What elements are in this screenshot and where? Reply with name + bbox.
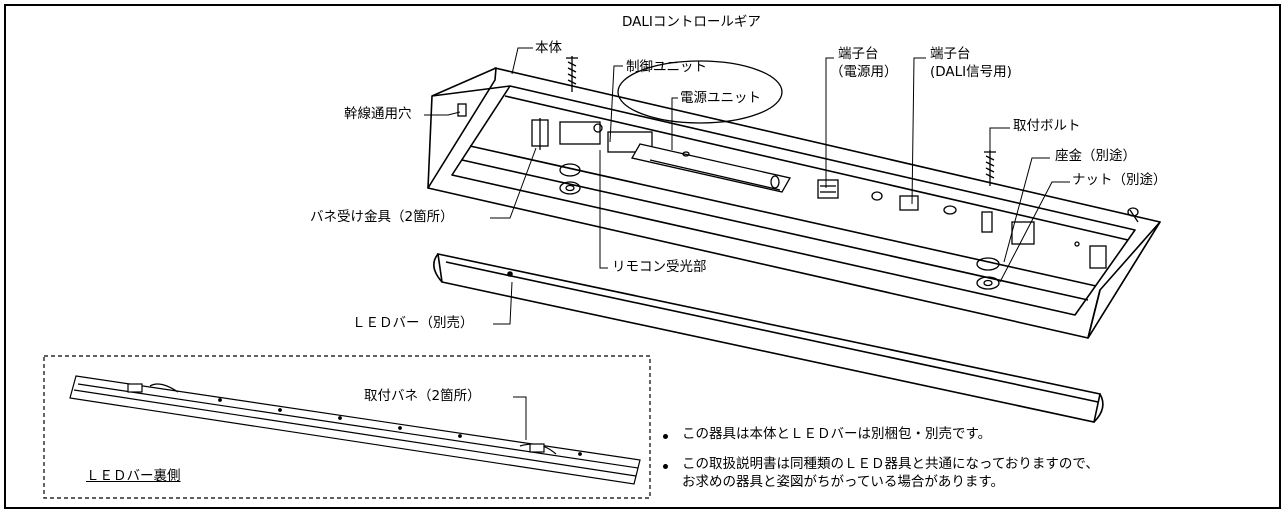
label-cable-hole: 幹線通用穴 — [344, 106, 412, 122]
note-1: この器具は本体とＬＥＤバーは別梱包・別売です。 — [682, 426, 992, 442]
label-led-bar: ＬＥＤバー（別売） — [352, 315, 474, 331]
internal-parts — [457, 103, 1139, 290]
note-3: お求めの器具と姿図がちがっている場合があります。 — [682, 474, 1004, 490]
mounting-bolts — [566, 56, 996, 186]
label-mounting-spring: 取付バネ（2箇所） — [364, 388, 481, 404]
dali-group-ellipse — [617, 60, 783, 124]
label-mounting-bolt: 取付ボルト — [1013, 118, 1081, 134]
note-2: この取扱説明書は同種類のＬＥＤ器具と共通になっておりますので、 — [682, 456, 1099, 472]
label-remote-receiver: リモコン受光部 — [612, 259, 707, 275]
label-dali-gear: DALIコントロールギア — [622, 14, 761, 30]
outer-frame — [4, 4, 1281, 509]
label-washer: 座金（別途） — [1055, 148, 1136, 164]
label-terminal-power-1: 端子台 — [838, 46, 879, 62]
label-control-unit: 制御ユニット — [626, 59, 707, 75]
label-terminal-power-2: （電源用） — [830, 64, 898, 80]
led-bar-back — [69, 375, 641, 485]
note-bullet-1 — [663, 434, 668, 439]
label-led-bar-back: ＬＥＤバー裏側 — [86, 468, 181, 484]
leader-lines — [424, 47, 1070, 440]
inset-box — [43, 355, 651, 499]
label-spring-bracket: バネ受け金具（2箇所） — [310, 209, 454, 225]
label-power-unit: 電源ユニット — [680, 90, 761, 106]
label-nut: ナット（別途） — [1072, 172, 1167, 188]
led-bar — [433, 252, 1104, 423]
label-terminal-dali-2: (DALI信号用) — [930, 64, 1012, 80]
note-bullet-2 — [663, 464, 668, 469]
label-body: 本体 — [535, 40, 562, 56]
label-terminal-dali-1: 端子台 — [930, 46, 971, 62]
